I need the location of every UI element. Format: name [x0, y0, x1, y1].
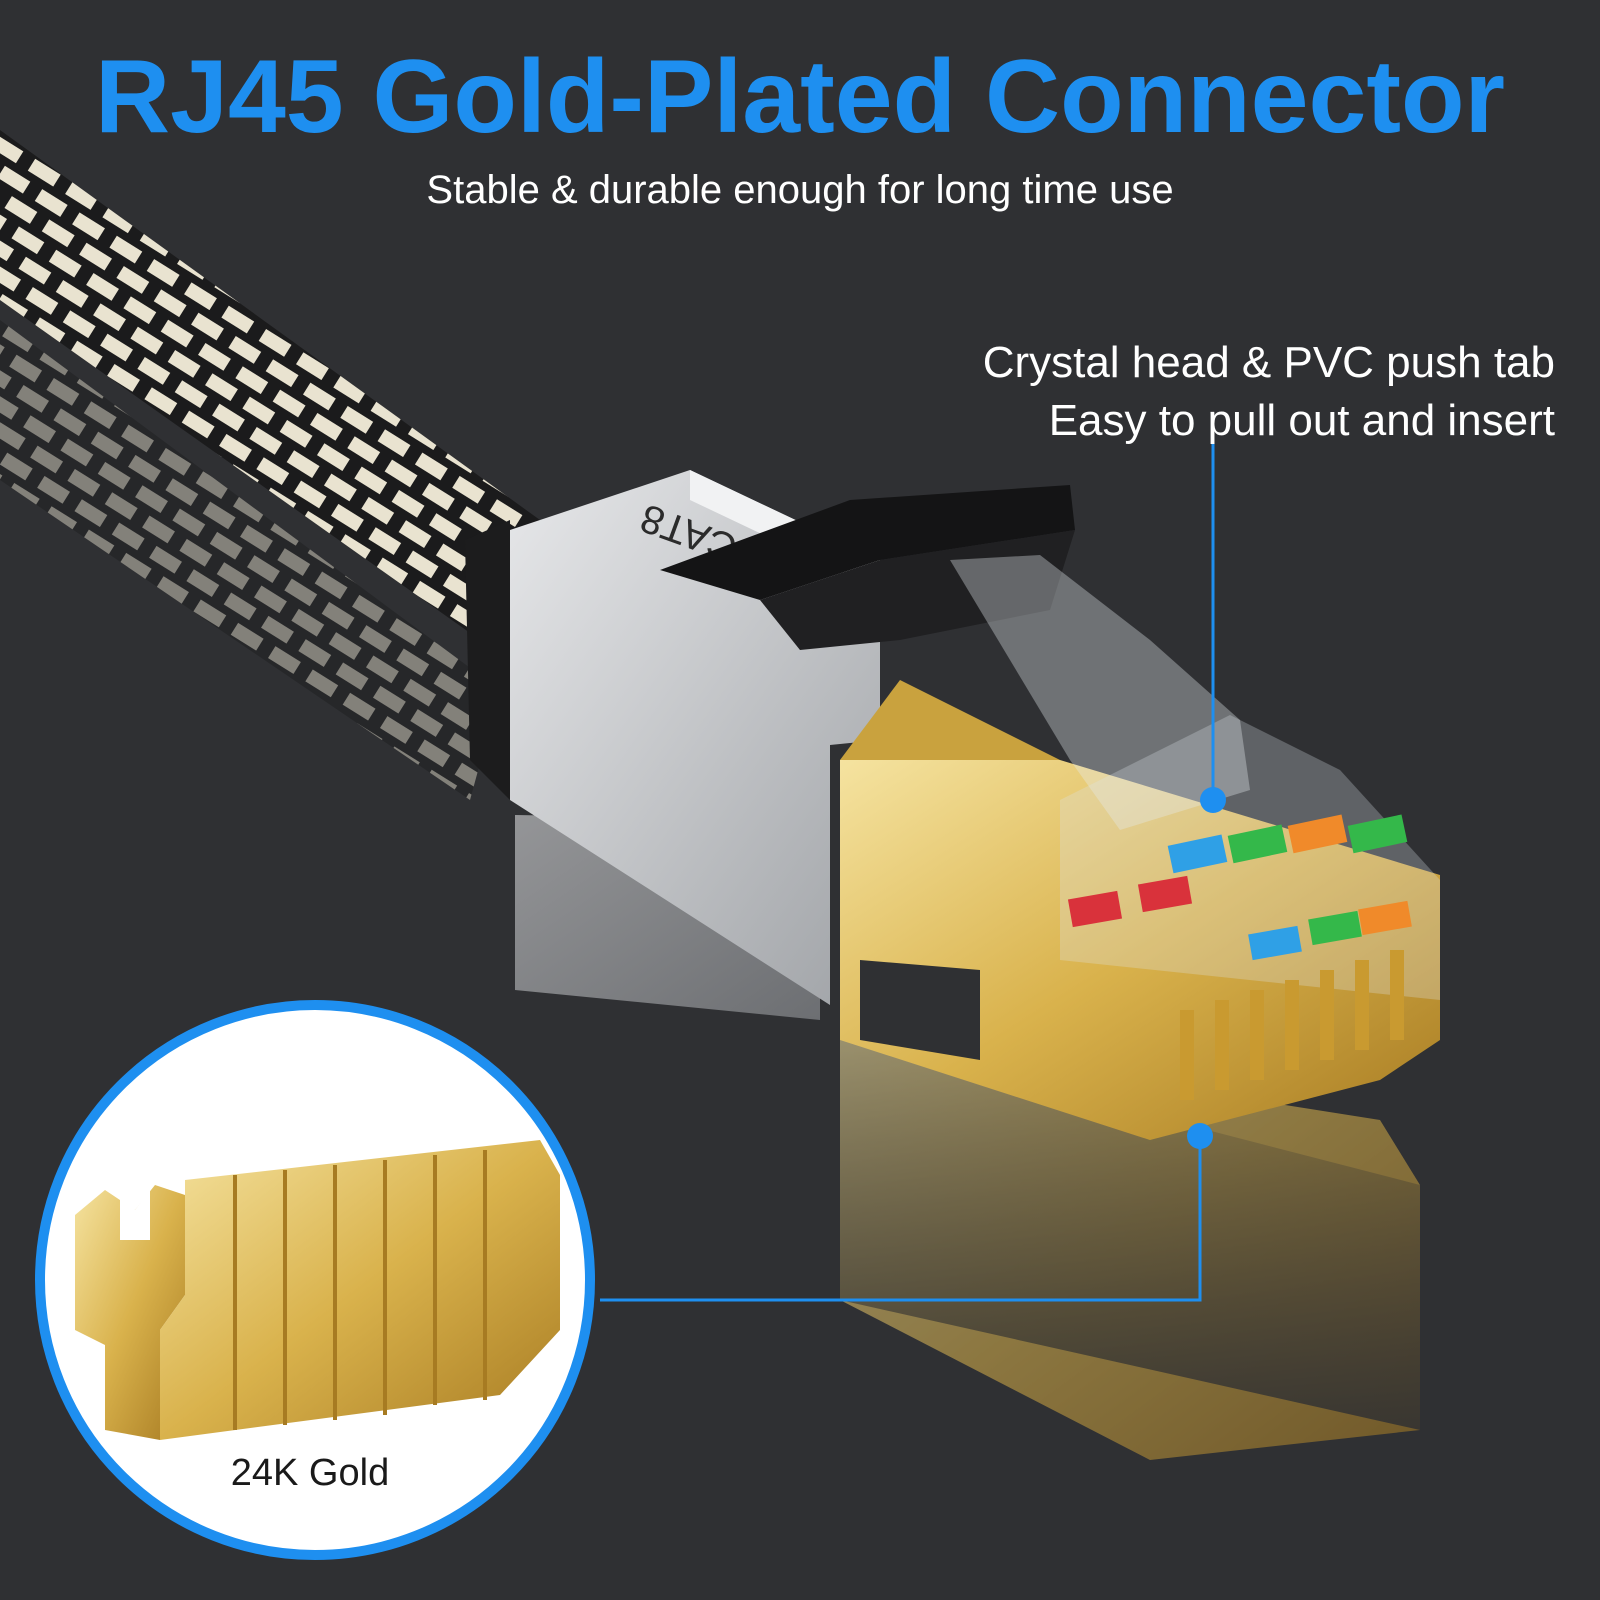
push-tab: [660, 485, 1075, 650]
callout-pointer-pins: [600, 1123, 1213, 1302]
push-tab-callout-line1: Crystal head & PVC push tab: [982, 338, 1555, 387]
gold-pins-inset: [35, 1000, 595, 1560]
gold-pin-block: [75, 1140, 560, 1440]
contact-pins: [1180, 950, 1404, 1100]
page-subtitle: Stable & durable enough for long time us…: [426, 168, 1174, 212]
page-title: RJ45 Gold-Plated Connector: [95, 39, 1505, 155]
push-tab-callout: Crystal head & PVC push tab Easy to pull…: [983, 334, 1555, 450]
connector-reflection: [515, 815, 1420, 1460]
braided-cable: [0, 130, 540, 800]
gold-label: 24K Gold: [230, 1452, 390, 1494]
push-tab-callout-line2: Easy to pull out and insert: [1048, 396, 1555, 445]
colored-wires: [1067, 814, 1412, 961]
callout-pointer-tab: [1200, 443, 1226, 813]
